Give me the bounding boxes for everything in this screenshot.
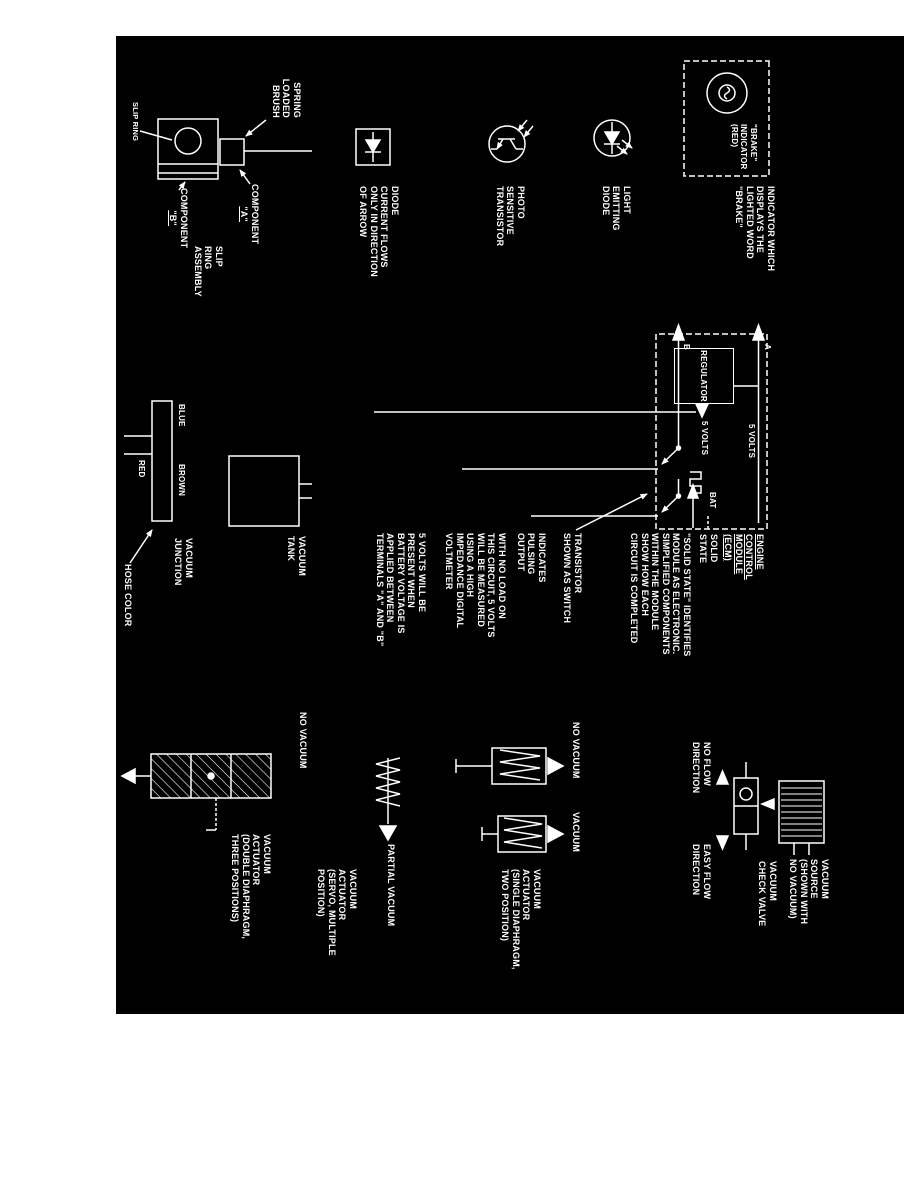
- terminal-a-label: A: [763, 344, 772, 350]
- pulsing-output-note: INDICATES PULSING OUTPUT: [515, 533, 547, 583]
- ecm-subtitle: SOLID STATE: [698, 534, 719, 564]
- vacuum-junction-label: VACUUM JUNCTION: [173, 538, 194, 586]
- spring-brush-arrow-icon: [245, 119, 267, 137]
- double-actuator-label: VACUUM ACTUATOR (DOUBLE DIAPHRAGM, THREE…: [230, 834, 272, 940]
- check-valve-label: VACUUM CHECK VALVE: [757, 861, 778, 927]
- easy-flow-label: EASY FLOW DIRECTION: [691, 844, 712, 900]
- ecm-symbol: [374, 322, 768, 531]
- solid-state-note: "SOLID STATE" IDENTIFIES MODULE AS ELECT…: [629, 533, 692, 657]
- component-a-arrow-icon: [239, 169, 251, 185]
- brake-indicator-symbol: [683, 60, 770, 177]
- hose-blue-label: BLUE: [177, 404, 186, 427]
- servo-actuator-symbol: [375, 757, 401, 842]
- no-load-note: WITH NO LOAD ON THIS CIRCUIT, 5 VOLTS WI…: [444, 533, 507, 638]
- single-no-vacuum-label: NO VACUUM: [571, 722, 581, 779]
- diagram-canvas: "BRAKE" INDICATOR (RED) INDICATOR WHICH …: [116, 36, 904, 1014]
- terminal-a-arrow-icon: [751, 322, 766, 341]
- single-diaphragm-actuator-no-vacuum-symbol: [455, 747, 565, 785]
- brake-indicator-label: INDICATOR WHICH DISPLAYS THE LIGHTED WOR…: [734, 186, 776, 272]
- transistor-note-arrow-icon: [575, 493, 648, 531]
- up-arrow-icon: [547, 756, 565, 776]
- hose-red-label: RED: [137, 460, 146, 478]
- hose-brown-label: BROWN: [177, 464, 186, 497]
- ecm-title: ENGINE CONTROL MODULE (ECM): [723, 534, 765, 580]
- component-b-arrow-icon: [178, 181, 186, 191]
- led-label: LIGHT EMITTING DIODE: [600, 186, 632, 231]
- legend-symbols: [120, 60, 825, 855]
- five-volts-note: 5 VOLTS WILL BE PRESENT WHEN BATTERY VOL…: [374, 533, 427, 647]
- diode-symbol: [355, 128, 391, 166]
- terminal-b-label: B: [682, 344, 691, 350]
- terminal-b-arrow-icon: [671, 322, 686, 341]
- bat-terminal-arrow-icon: [686, 482, 700, 499]
- five-volts-wire-label: 5 VOLTS: [747, 424, 756, 459]
- single-diaphragm-actuator-vacuum-symbol: [481, 815, 565, 853]
- double-diaphragm-actuator-symbol: [120, 753, 272, 831]
- five-volts-output-label: 5 VOLTS: [700, 421, 709, 456]
- transistor-note: TRANSISTOR SHOWN AS SWITCH: [562, 533, 583, 624]
- double-no-vacuum-label: NO VACUUM: [298, 712, 308, 769]
- slip-ring-small-label: SLIP RING: [131, 102, 140, 142]
- photo-transistor-symbol: [488, 119, 534, 163]
- five-volts-arrow-icon: [694, 403, 710, 419]
- vacuum-source-symbol: [760, 780, 825, 855]
- easy-flow-arrow-icon: [715, 835, 730, 851]
- no-flow-arrow-icon: [715, 769, 730, 785]
- slip-ring-assembly-label: SLIP RING ASSEMBLY: [192, 246, 224, 297]
- up-arrow-icon: [547, 824, 565, 844]
- brake-caption: "BRAKE" INDICATOR (RED): [729, 124, 758, 170]
- servo-actuator-label: VACUUM ACTUATOR (SERVO, MULTIPLE POSITIO…: [316, 869, 358, 956]
- single-vacuum-label: VACUUM: [571, 812, 581, 853]
- diode-label: DIODE CURRENT FLOWS ONLY IN DIRECTION OF…: [358, 186, 400, 277]
- transistor-switch-icon: [661, 495, 680, 513]
- component-a-label: COMPONENT"A": [239, 184, 260, 245]
- rotated-legend: "BRAKE" INDICATOR (RED) INDICATOR WHICH …: [116, 36, 904, 1014]
- led-symbol: [593, 119, 633, 157]
- vacuum-check-valve-symbol: [715, 762, 759, 851]
- vacuum-junction-symbol: [124, 400, 173, 564]
- regulator-box: REGULATOR: [674, 348, 734, 404]
- down-arrow-icon: [120, 767, 136, 785]
- spring-loaded-brush-label: SPRING LOADED BRUSH: [270, 78, 302, 118]
- pulse-waveform-icon: [689, 471, 702, 494]
- bat-label: BAT: [708, 492, 717, 509]
- component-b-label: COMPONENT"B": [168, 188, 189, 249]
- hose-color-arrow-icon: [129, 529, 153, 564]
- slip-ring-assembly-symbol: [139, 118, 312, 191]
- right-arrow-icon: [378, 825, 398, 842]
- vacuum-source-label: VACUUM SOURCE (SHOWN WITH NO VACUUM): [788, 859, 830, 925]
- no-vacuum-arrow-icon: [760, 797, 775, 811]
- photo-transistor-label: PHOTO SENSITIVE TRANSISTOR: [494, 186, 526, 247]
- vacuum-tank-symbol: [228, 455, 312, 527]
- no-flow-label: NO FLOW DIRECTION: [691, 742, 712, 794]
- transistor-switch-icon: [661, 447, 680, 465]
- partial-vacuum-label: PARTIAL VACUUM: [386, 844, 396, 927]
- single-actuator-label: VACUUM ACTUATOR (SINGLE DIAPHRAGM, TWO P…: [500, 869, 542, 970]
- vacuum-tank-label: VACUUM TANK: [286, 536, 307, 577]
- hose-color-label: HOSE COLOR: [123, 564, 133, 627]
